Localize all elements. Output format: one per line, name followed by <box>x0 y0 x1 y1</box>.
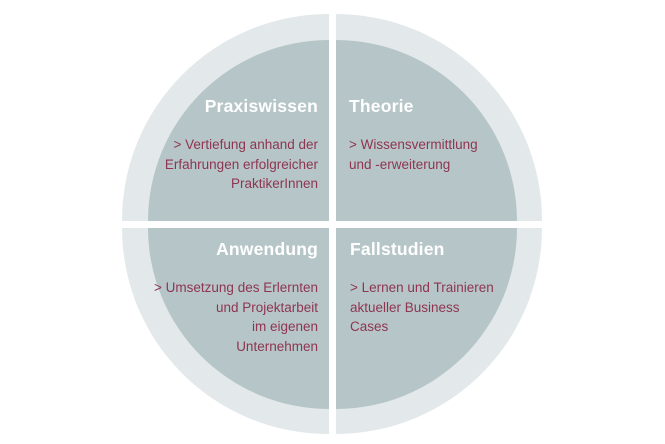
quadrant-description-anwendung: > Umsetzung des Erlernten und Projektarb… <box>154 280 318 354</box>
quadrant-title-fallstudien: Fallstudien <box>350 239 445 259</box>
quadrant-text-praxiswissen: Praxiswissen > Vertiefung anhand der Erf… <box>143 96 318 194</box>
quadrant-text-theorie: Theorie > Wissensvermittlung und -erweit… <box>349 96 524 174</box>
quadrant-title-praxiswissen: Praxiswissen <box>204 96 318 116</box>
quadrant-title-anwendung: Anwendung <box>216 239 318 259</box>
quadrant-text-anwendung: Anwendung > Umsetzung des Erlernten und … <box>143 239 318 356</box>
quadrant-description-fallstudien: > Lernen und Trainieren aktueller Busine… <box>350 280 494 334</box>
quadrant-text-fallstudien: Fallstudien > Lernen und Trainieren aktu… <box>350 239 525 337</box>
diagram-circle <box>122 14 542 434</box>
quadrant-description-theorie: > Wissensvermittlung und -erweiterung <box>349 137 478 172</box>
quadrant-shape-bottom-right <box>335 227 542 434</box>
quadrant-title-theorie: Theorie <box>349 96 414 116</box>
quadrant-description-praxiswissen: > Vertiefung anhand der Erfahrungen erfo… <box>164 137 318 191</box>
